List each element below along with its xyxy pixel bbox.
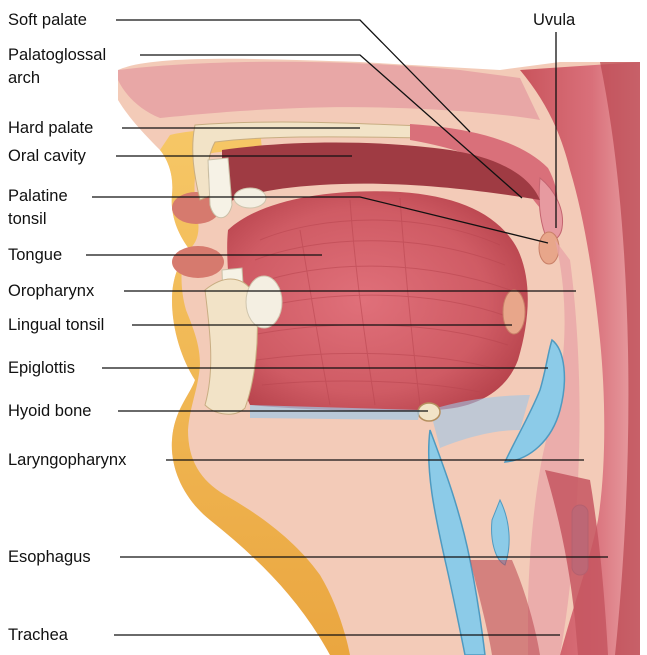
label-hard-palate: Hard palate [8, 118, 93, 138]
label-palatine-tonsil-line2: tonsil [8, 209, 47, 229]
lower-lip [172, 246, 224, 278]
label-hyoid-bone: Hyoid bone [8, 401, 91, 421]
label-trachea: Trachea [8, 625, 68, 645]
upper-incisor [208, 158, 232, 218]
label-esophagus: Esophagus [8, 547, 91, 567]
label-oral-cavity: Oral cavity [8, 146, 86, 166]
label-uvula: Uvula [533, 10, 575, 30]
hyoid-bone-shape [418, 403, 440, 421]
lingual-tonsil-shape [503, 290, 525, 334]
label-lingual-tonsil: Lingual tonsil [8, 315, 104, 335]
palatine-tonsil-shape [539, 232, 559, 264]
lower-molar [246, 276, 282, 328]
label-oropharynx: Oropharynx [8, 281, 94, 301]
label-epiglottis: Epiglottis [8, 358, 75, 378]
upper-molars [234, 188, 266, 208]
label-tongue: Tongue [8, 245, 62, 265]
label-laryngopharynx: Laryngopharynx [8, 450, 126, 470]
label-soft-palate: Soft palate [8, 10, 87, 30]
label-palatine-tonsil-line1: Palatine [8, 186, 68, 206]
label-palatoglossal-arch-line1: Palatoglossal [8, 45, 106, 65]
label-palatoglossal-arch-line2: arch [8, 68, 40, 88]
